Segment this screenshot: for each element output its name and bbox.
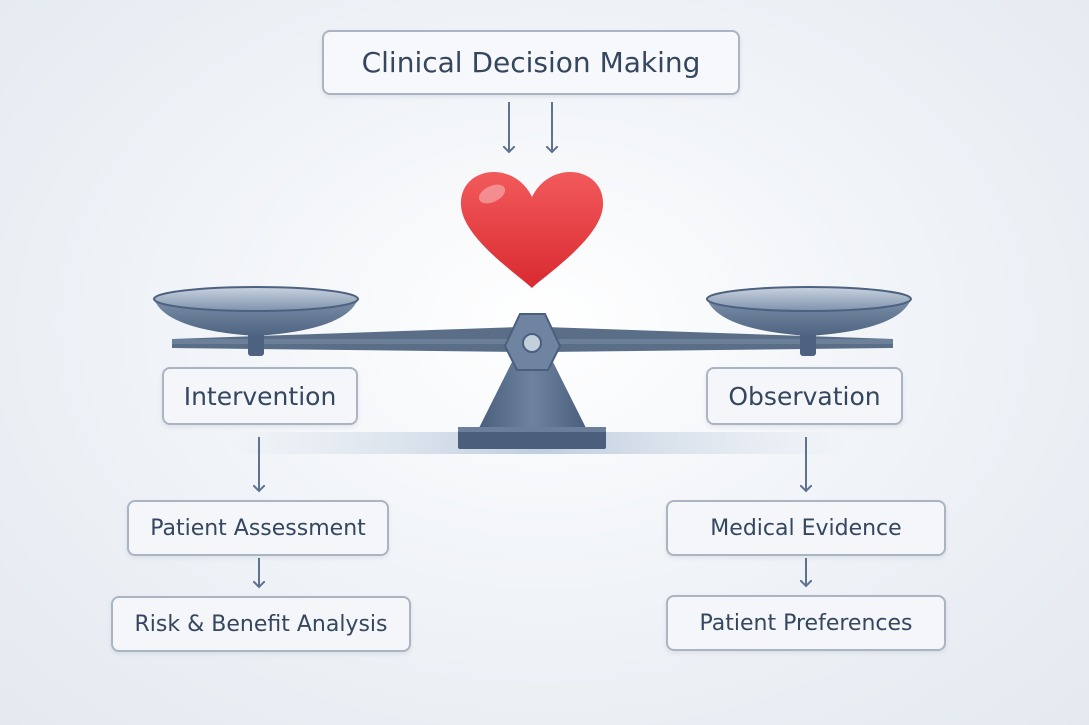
intervention-box: Intervention (162, 367, 358, 425)
patient-assessment-box: Patient Assessment (127, 500, 389, 556)
medical-evidence-label: Medical Evidence (710, 515, 902, 541)
balance-scale-icon (153, 286, 912, 449)
risk-benefit-analysis-label: Risk & Benefit Analysis (134, 611, 388, 637)
observation-box: Observation (706, 367, 903, 425)
diagram-title: Clinical Decision Making (361, 46, 701, 79)
medical-evidence-box: Medical Evidence (666, 500, 946, 556)
patient-preferences-label: Patient Preferences (699, 610, 913, 636)
intervention-label: Intervention (183, 381, 337, 411)
risk-benefit-analysis-box: Risk & Benefit Analysis (111, 596, 411, 652)
observation-label: Observation (728, 381, 881, 411)
heart-icon (460, 172, 604, 288)
title-box: Clinical Decision Making (322, 30, 740, 95)
patient-assessment-label: Patient Assessment (150, 515, 366, 541)
patient-preferences-box: Patient Preferences (666, 595, 946, 651)
